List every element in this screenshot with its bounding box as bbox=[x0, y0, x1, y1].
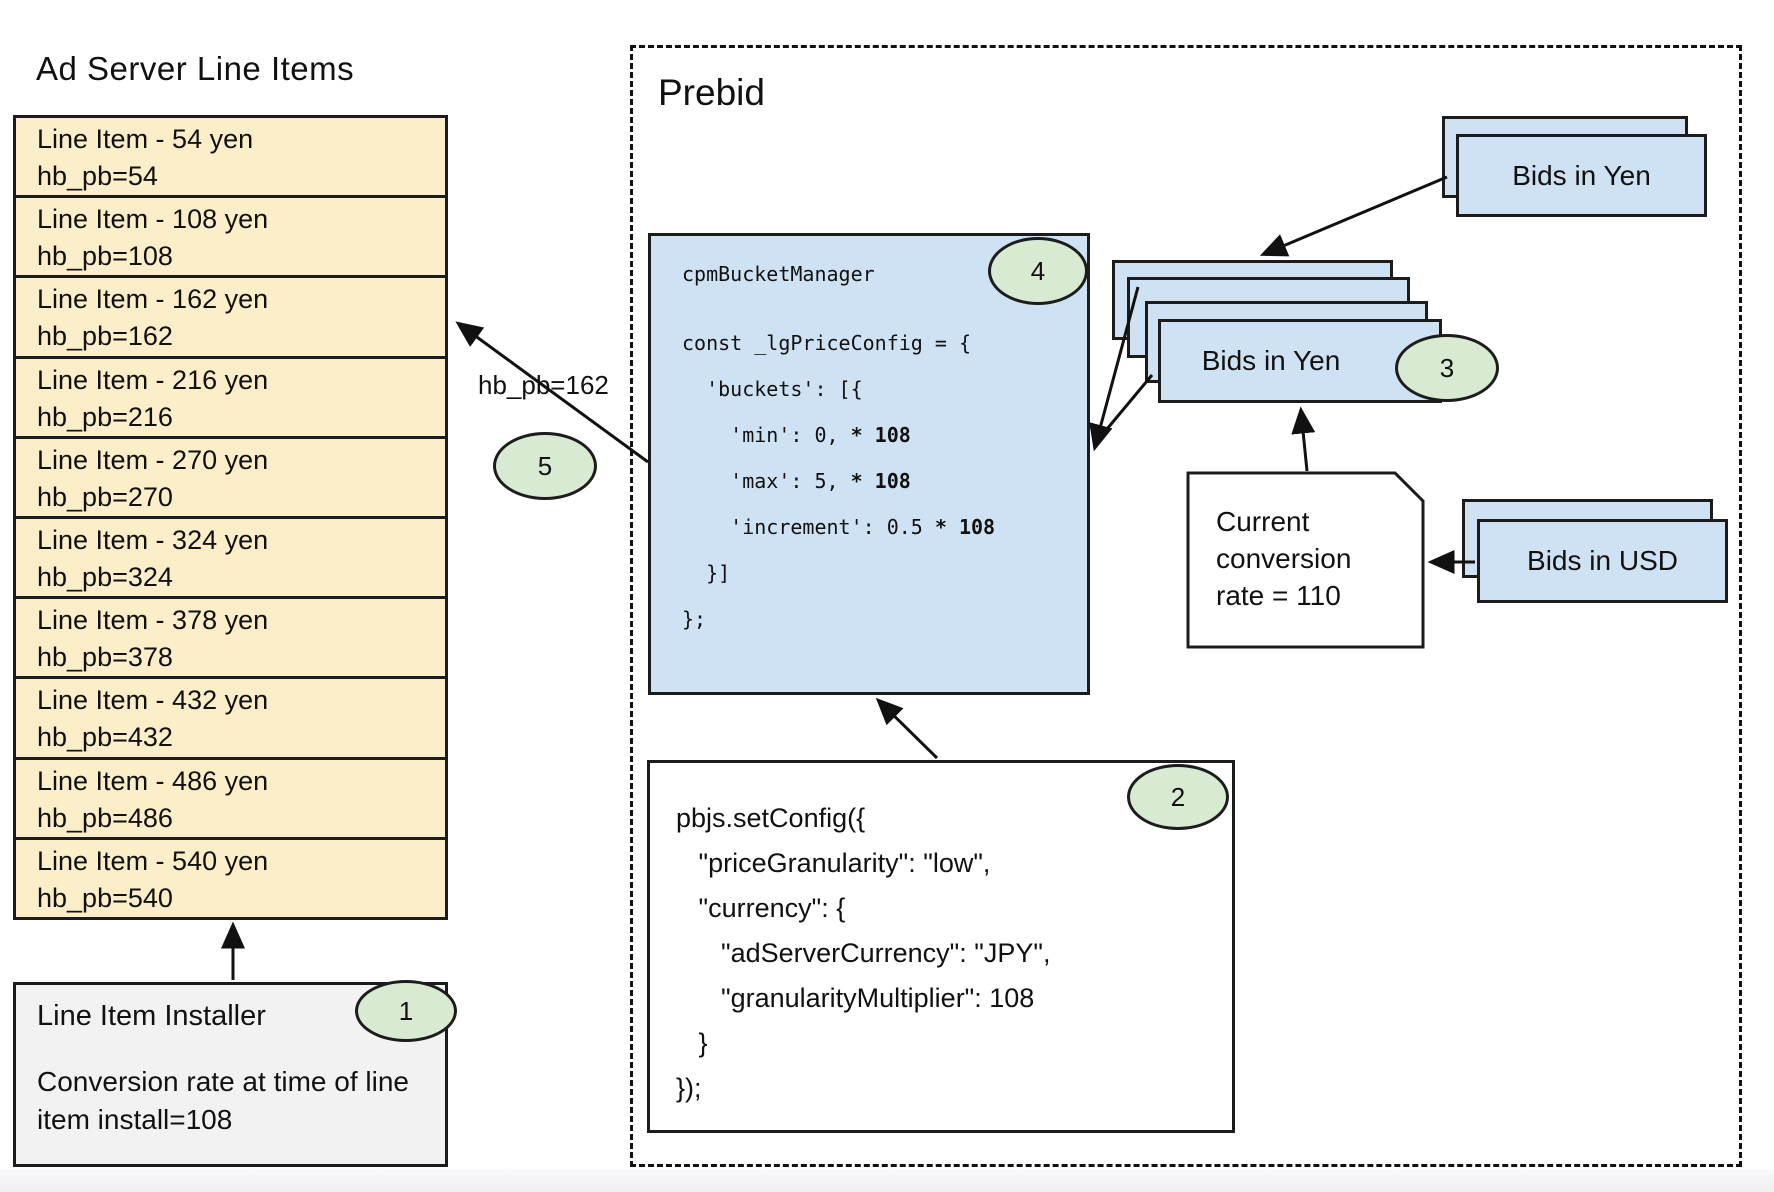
line-item-row: Line Item - 216 yen hb_pb=216 bbox=[16, 359, 445, 439]
cpm-bucket-manager-box: cpmBucketManager const _lgPriceConfig = … bbox=[648, 233, 1090, 695]
bid-card-front: Bids in USD bbox=[1477, 519, 1728, 603]
code-line: }; bbox=[682, 607, 707, 631]
code-line: 'increment': 0.5 * 108 bbox=[682, 515, 996, 539]
step-number: 4 bbox=[1030, 255, 1046, 286]
step-badge-5: 5 bbox=[493, 432, 597, 500]
code-line: } bbox=[676, 1028, 708, 1058]
setconfig-code: pbjs.setConfig({ "priceGranularity": "lo… bbox=[676, 796, 1050, 1111]
line-item-row: Line Item - 270 yen hb_pb=270 bbox=[16, 439, 445, 520]
page-bottom-strip bbox=[0, 1169, 1774, 1192]
code-line: }] bbox=[682, 561, 731, 585]
bids-in-usd-label: Bids in USD bbox=[1527, 545, 1678, 576]
bid-card-front: Bids in Yen bbox=[1456, 134, 1707, 217]
bid-card-front: Bids in Yen bbox=[1158, 319, 1442, 403]
line-item-label: Line Item - 270 yen bbox=[37, 444, 269, 475]
line-item-hbpb: hb_pb=54 bbox=[37, 161, 158, 191]
code-line: pbjs.setConfig({ bbox=[676, 803, 866, 833]
code-line: 'min': 0, * 108 bbox=[682, 423, 911, 447]
line-item-hbpb: hb_pb=162 bbox=[37, 321, 173, 352]
line-item-row: Line Item - 486 yen hb_pb=486 bbox=[16, 760, 445, 840]
line-item-label: Line Item - 378 yen bbox=[37, 605, 269, 636]
code-line: "adServerCurrency": "JPY", bbox=[676, 938, 1051, 968]
line-item-label: Line Item - 108 yen bbox=[37, 204, 269, 235]
code-line: "currency": { bbox=[676, 893, 846, 923]
line-item-hbpb: hb_pb=216 bbox=[37, 401, 173, 432]
cpm-bucket-manager-label: cpmBucketManager bbox=[682, 262, 875, 286]
line-item-label: Line Item - 216 yen bbox=[37, 364, 269, 395]
prebid-container bbox=[630, 45, 1742, 1167]
line-item-row: Line Item - 108 yen hb_pb=108 bbox=[16, 198, 445, 279]
step-badge-4: 4 bbox=[988, 237, 1088, 305]
step-number: 3 bbox=[1439, 352, 1455, 383]
line-item-label: Line Item - 432 yen bbox=[37, 685, 269, 716]
line-item-hbpb: hb_pb=108 bbox=[37, 241, 173, 272]
line-items-table: Line Item - 54 yen hb_pb=54 Line Item - … bbox=[13, 115, 448, 920]
step-badge-3: 3 bbox=[1395, 334, 1499, 402]
line-item-hbpb: hb_pb=324 bbox=[37, 562, 173, 593]
line-item-hbpb: hb_pb=378 bbox=[37, 642, 173, 673]
line-item-row: Line Item - 324 yen hb_pb=324 bbox=[16, 519, 445, 600]
line-item-row: Line Item - 378 yen hb_pb=378 bbox=[16, 599, 445, 680]
line-item-row: Line Item - 162 yen hb_pb=162 bbox=[16, 278, 445, 359]
line-item-row: Line Item - 540 yen hb_pb=540 bbox=[16, 840, 445, 917]
code-line: "granularityMultiplier": 108 bbox=[676, 983, 1035, 1013]
line-item-label: Line Item - 54 yen bbox=[37, 124, 254, 154]
code-line: "priceGranularity": "low", bbox=[676, 848, 991, 878]
code-line: }); bbox=[676, 1073, 702, 1103]
line-item-hbpb: hb_pb=432 bbox=[37, 722, 173, 753]
line-item-hbpb: hb_pb=540 bbox=[37, 882, 173, 913]
current-conversion-rate-note: Current conversion rate = 110 bbox=[1216, 506, 1352, 611]
step-badge-1: 1 bbox=[355, 980, 457, 1042]
bids-in-yen-label: Bids in Yen bbox=[1201, 345, 1341, 376]
installer-title: Line Item Installer bbox=[37, 1000, 266, 1032]
step-number: 2 bbox=[1170, 781, 1186, 812]
pbjs-setconfig-box: pbjs.setConfig({ "priceGranularity": "lo… bbox=[647, 760, 1235, 1133]
hb-pb-arrow-label: hb_pb=162 bbox=[478, 370, 609, 400]
line-item-label: Line Item - 324 yen bbox=[37, 525, 269, 556]
installer-conversion-note: Conversion rate at time of line item ins… bbox=[37, 1066, 409, 1135]
step-number: 5 bbox=[537, 450, 553, 481]
prebid-label: Prebid bbox=[658, 72, 765, 113]
line-item-hbpb: hb_pb=486 bbox=[37, 802, 173, 833]
line-item-hbpb: hb_pb=270 bbox=[37, 481, 173, 512]
ad-server-line-items-title: Ad Server Line Items bbox=[36, 50, 355, 87]
line-item-row: Line Item - 54 yen hb_pb=54 bbox=[16, 118, 445, 199]
bids-in-yen-label: Bids in Yen bbox=[1512, 159, 1651, 191]
line-item-row: Line Item - 432 yen hb_pb=432 bbox=[16, 679, 445, 760]
line-item-label: Line Item - 486 yen bbox=[37, 765, 269, 796]
code-line: const _lgPriceConfig = { bbox=[682, 331, 971, 355]
step-badge-2: 2 bbox=[1127, 764, 1229, 830]
code-line: 'max': 5, * 108 bbox=[682, 469, 911, 493]
cpm-price-config-code: const _lgPriceConfig = { 'buckets': [{ '… bbox=[682, 320, 995, 642]
code-line: 'buckets': [{ bbox=[682, 377, 863, 401]
line-item-label: Line Item - 540 yen bbox=[37, 845, 269, 876]
line-item-label: Line Item - 162 yen bbox=[37, 284, 269, 315]
step-number: 1 bbox=[398, 995, 414, 1026]
